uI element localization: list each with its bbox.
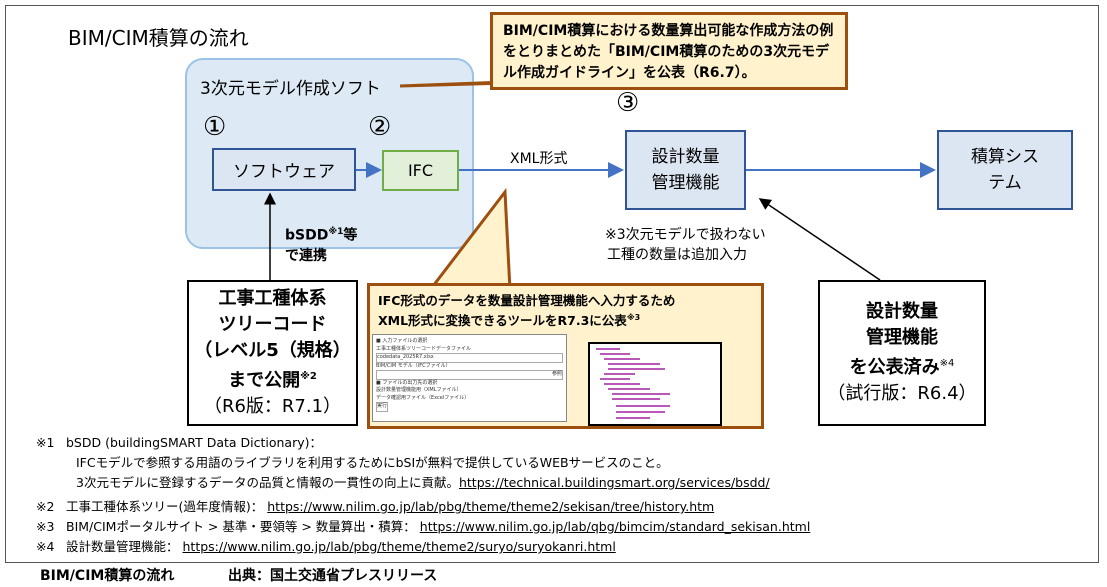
tree-history-link[interactable]: https://www.nilim.go.jp/lab/pbg/theme/th… [267,499,715,514]
arrow-published-design [758,198,881,281]
bimcim-portal-link[interactable]: https://www.nilim.go.jp/lab/qbg/bimcim/s… [419,519,811,534]
bsdd-link-label: bSDD※1等 で連携 [285,227,358,264]
bottom-callout-pointer [428,187,512,291]
software-box: ソフトウェア [212,148,356,191]
step-1-label: ① [203,112,227,142]
suryo-link[interactable]: https://www.nilim.go.jp/lab/pbg/theme/th… [182,539,616,554]
additional-input-note: ※3次元モデルで扱わない 工種の数量は追加入力 [605,227,766,263]
caption-source: 出典：国土交通省プレスリリース [228,568,438,584]
step-3-label: ③ [616,88,640,118]
step-2-label: ② [368,112,392,142]
group-title: 3次元モデル作成ソフト [200,79,381,99]
published-design-box: 設計数量 管理機能 を公表済み※4 （試行版：R6.4） [818,280,986,426]
xml-screenshot [588,342,722,426]
xml-format-label: XML形式 [510,151,568,167]
bsdd-link[interactable]: https://technical.buildingsmart.org/serv… [458,475,770,490]
design-quantity-box: 設計数量管理機能 [625,130,746,210]
guideline-callout: BIM/CIM積算における数量算出可能な作成方法の例をとりまとめた「BIM/CI… [490,12,848,90]
diagram-title: BIM/CIM積算の流れ [68,26,249,50]
caption-title: BIM/CIM積算の流れ [40,568,175,584]
diagram-frame [5,5,1099,563]
conversion-tool-callout: IFC形式のデータを数量設計管理機能へ入力するため XML形式に変換できるツール… [367,283,764,429]
tree-code-box: 工事工種体系 ツリーコード （レベル5（規格） まで公開※2 （R6版：R7.1… [187,280,358,426]
ifc-box: IFC [382,150,459,191]
xml-tree-lines [596,348,670,419]
sekisan-system-box: 積算システム [937,130,1073,210]
tool-screenshot: ■ 入力ファイルの選択 工事工種体系ツリーコードデータファイル codedata… [372,334,567,422]
